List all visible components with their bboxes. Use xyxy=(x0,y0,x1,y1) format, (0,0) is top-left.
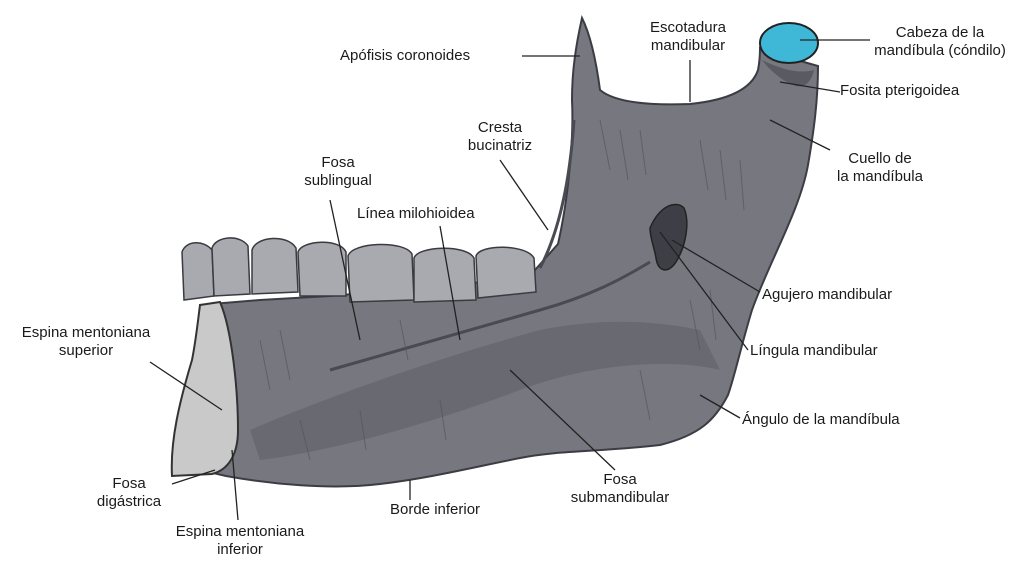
teeth-row xyxy=(182,238,536,302)
label-lingula-mandibular: Língula mandibular xyxy=(750,342,878,360)
label-angulo-mandibula: Ángulo de la mandíbula xyxy=(742,411,900,429)
tooth xyxy=(182,243,214,300)
symphysis-cut-surface xyxy=(172,302,238,476)
tooth xyxy=(476,247,536,298)
condyle-head xyxy=(760,23,818,63)
label-agujero-mandibular: Agujero mandibular xyxy=(762,286,892,304)
leader-cresta xyxy=(500,160,548,230)
label-linea-milohioidea: Línea milohioidea xyxy=(357,205,475,223)
tooth xyxy=(212,238,250,296)
label-apofisis-coronoides: Apófisis coronoides xyxy=(340,47,470,65)
label-borde-inferior: Borde inferior xyxy=(390,501,480,519)
tooth xyxy=(348,244,414,302)
label-fosita-pterigoidea: Fosita pterigoidea xyxy=(840,82,959,100)
tooth xyxy=(252,238,298,294)
tooth xyxy=(298,242,346,296)
